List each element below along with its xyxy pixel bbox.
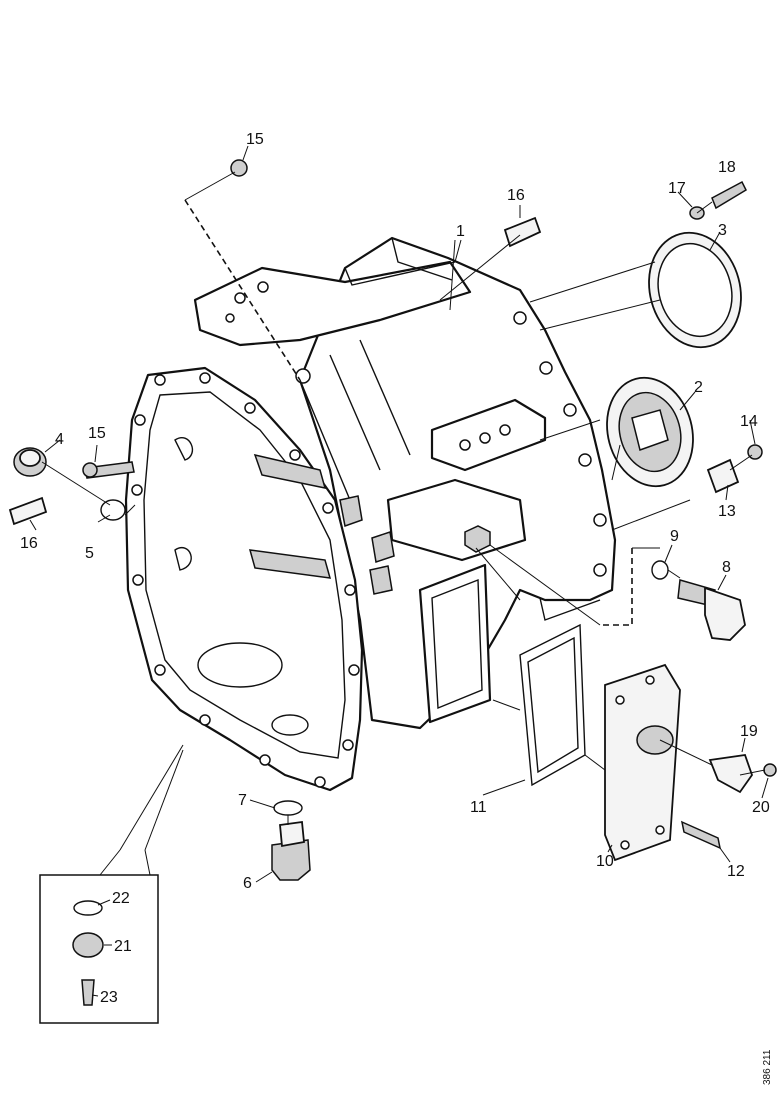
- part-16-sleeve-top: [503, 216, 542, 248]
- part-3-ring: [648, 231, 742, 349]
- part-12-bolt: [680, 820, 722, 850]
- callout-16-top: 16: [507, 187, 525, 204]
- callout-13: 13: [718, 503, 736, 520]
- part-10-cover: [604, 663, 681, 862]
- callout-labels: 1 2 3 4 5 6 7 8 9 10 11 12 13 14 15 15 1…: [20, 131, 770, 1006]
- callout-20: 20: [752, 799, 770, 816]
- part-5-o-ring: [100, 499, 126, 521]
- part-21-plug: [72, 932, 104, 958]
- part-4-plug: [13, 447, 47, 477]
- callout-16-left: 16: [20, 535, 38, 552]
- callout-4: 4: [55, 431, 64, 448]
- callout-12: 12: [727, 863, 745, 880]
- callout-11: 11: [470, 799, 487, 816]
- callout-14: 14: [740, 413, 758, 430]
- callout-21: 21: [114, 938, 132, 955]
- callout-1: 1: [456, 223, 465, 240]
- leader-lines: [29, 145, 769, 997]
- callout-17: 17: [668, 180, 686, 197]
- part-13-bracket: [706, 458, 740, 494]
- callout-2: 2: [694, 379, 703, 396]
- callout-8: 8: [722, 559, 731, 576]
- inset-detail: [39, 874, 159, 1024]
- part-2-seal-plate: [606, 376, 694, 488]
- callout-10: 10: [596, 853, 614, 870]
- callout-22: 22: [112, 890, 130, 907]
- callout-19: 19: [740, 723, 758, 740]
- callout-18: 18: [718, 159, 736, 176]
- callout-23: 23: [100, 989, 118, 1006]
- part-22-o-ring: [73, 900, 103, 916]
- figure-code: 386 211: [762, 1049, 773, 1085]
- part-18-bolt: [711, 180, 747, 210]
- callout-7: 7: [238, 792, 247, 809]
- part-19-fitting: [708, 754, 754, 794]
- part-11-gasket: [519, 623, 586, 787]
- callout-9: 9: [670, 528, 679, 545]
- part-7-o-ring: [273, 800, 303, 816]
- callout-15-top: 15: [246, 131, 264, 148]
- callout-15-left: 15: [88, 425, 106, 442]
- part-15-bolt-top: [230, 159, 248, 177]
- part-23-screw: [81, 979, 95, 1006]
- part-9-o-ring: [651, 560, 669, 580]
- bell-housing-flange: [124, 366, 395, 792]
- part-8-sensor: [677, 579, 746, 641]
- housing: [193, 236, 617, 730]
- callout-3: 3: [718, 222, 727, 239]
- part-20-plug: [763, 763, 777, 777]
- pto-opening-frame: [418, 563, 492, 724]
- callout-6: 6: [243, 875, 252, 892]
- part-16-sleeve-left: [8, 496, 48, 526]
- part-6-drain-plug: [271, 820, 311, 881]
- callout-5: 5: [85, 545, 94, 562]
